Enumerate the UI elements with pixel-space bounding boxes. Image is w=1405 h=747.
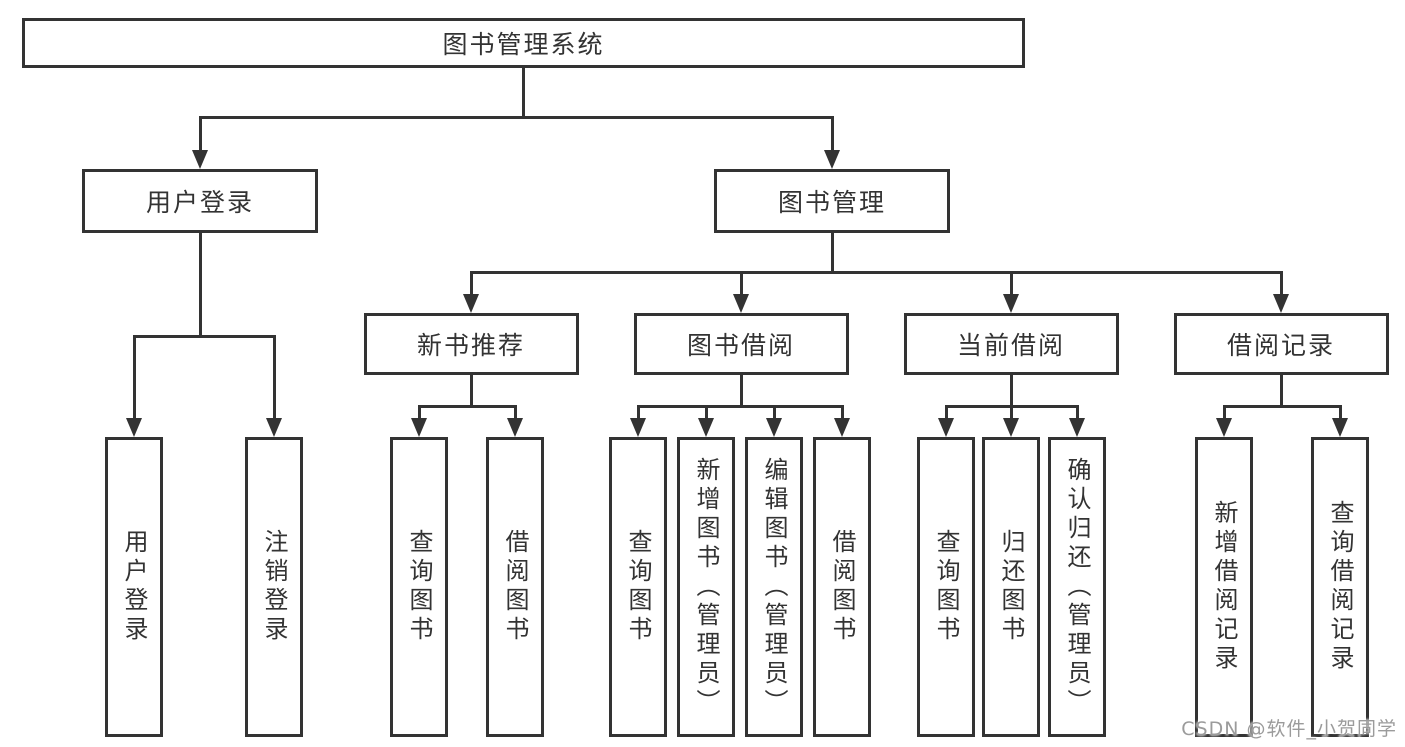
- arrow-down-icon: [824, 150, 840, 169]
- arrow-down-icon: [411, 418, 427, 437]
- leaf-recommend-borrow-books: 借阅图书: [486, 437, 544, 737]
- connector-drop-leaf-user-login: [132, 334, 136, 421]
- connector-drop-new-book: [469, 270, 473, 297]
- connector-root-stub: [521, 68, 525, 118]
- connector-drop-leaf-logout: [272, 334, 276, 421]
- leaf-current-confirm-return-admin: 确认归还（管理员）: [1048, 437, 1106, 737]
- connector-drop: [704, 404, 708, 421]
- connector-level2-hline: [198, 115, 834, 119]
- arrow-down-icon: [507, 418, 523, 437]
- node-borrow-records-label: 借阅记录: [1226, 331, 1335, 360]
- leaf-borrow-add-books-admin-label: 新增图书（管理员）: [692, 456, 720, 718]
- leaf-borrow-add-books-admin: 新增图书（管理员）: [677, 437, 735, 737]
- arrow-down-icon: [766, 418, 782, 437]
- connector-drop: [417, 404, 421, 421]
- node-root-label: 图书管理系统: [442, 30, 605, 59]
- connector-drop: [944, 404, 948, 421]
- leaf-records-add-record-label: 新增借阅记录: [1210, 500, 1238, 674]
- leaf-logout-label: 注销登录: [260, 529, 288, 645]
- leaf-recommend-query-books-label: 查询图书: [405, 529, 433, 645]
- connector-drop-book-management: [830, 115, 834, 154]
- leaf-current-query-books: 查询图书: [917, 437, 975, 737]
- connector-records-hline: [1222, 404, 1342, 408]
- leaf-records-query-record: 查询借阅记录: [1311, 437, 1369, 737]
- arrow-down-icon: [1003, 418, 1019, 437]
- leaf-borrow-edit-books-admin-label: 编辑图书（管理员）: [760, 456, 788, 718]
- connector-recommend-hline: [417, 404, 517, 408]
- connector-drop: [1009, 404, 1013, 421]
- leaf-borrow-query-books-label: 查询图书: [624, 529, 652, 645]
- csdn-watermark: CSDN @软件_小贺同学: [1181, 718, 1397, 740]
- node-borrow-records: 借阅记录: [1173, 313, 1389, 375]
- node-current-borrow: 当前借阅: [903, 313, 1119, 375]
- leaf-current-confirm-return-admin-label: 确认归还（管理员）: [1063, 456, 1091, 718]
- arrow-down-icon: [126, 418, 142, 437]
- arrow-down-icon: [630, 418, 646, 437]
- connector-drop: [1338, 404, 1342, 421]
- node-book-management-label: 图书管理: [777, 188, 886, 217]
- connector-drop: [636, 404, 640, 421]
- connector-borrow-stub: [739, 375, 743, 407]
- connector-drop-user-login: [198, 115, 202, 154]
- connector-drop-borrow-records: [1279, 270, 1283, 297]
- connector-recommend-stub: [469, 375, 473, 407]
- connector-drop: [840, 404, 844, 421]
- node-book-borrow-label: 图书借阅: [686, 331, 795, 360]
- connector-book-management-stub: [830, 233, 834, 273]
- connector-drop: [1075, 404, 1079, 421]
- connector-user-login-stub: [198, 233, 202, 337]
- leaf-user-login: 用户登录: [105, 437, 163, 737]
- node-book-borrow: 图书借阅: [633, 313, 849, 375]
- leaf-recommend-borrow-books-label: 借阅图书: [501, 529, 529, 645]
- arrow-down-icon: [1003, 294, 1019, 313]
- arrow-down-icon: [1216, 418, 1232, 437]
- arrow-down-icon: [1069, 418, 1085, 437]
- arrow-down-icon: [834, 418, 850, 437]
- leaf-borrow-borrow-books-label: 借阅图书: [828, 529, 856, 645]
- arrow-down-icon: [698, 418, 714, 437]
- arrow-down-icon: [192, 150, 208, 169]
- connector-borrow-hline: [636, 404, 844, 408]
- arrow-down-icon: [1273, 294, 1289, 313]
- node-user-login-label: 用户登录: [145, 188, 254, 217]
- node-current-borrow-label: 当前借阅: [956, 331, 1065, 360]
- leaf-borrow-edit-books-admin: 编辑图书（管理员）: [745, 437, 803, 737]
- arrow-down-icon: [463, 294, 479, 313]
- connector-drop-current-borrow: [1009, 270, 1013, 297]
- connector-records-stub: [1279, 375, 1283, 407]
- leaf-logout: 注销登录: [245, 437, 303, 737]
- connector-current-stub: [1009, 375, 1013, 407]
- leaf-recommend-query-books: 查询图书: [390, 437, 448, 737]
- arrow-down-icon: [1332, 418, 1348, 437]
- node-user-login: 用户登录: [82, 169, 318, 233]
- leaf-current-return-books-label: 归还图书: [997, 529, 1025, 645]
- connector-drop: [513, 404, 517, 421]
- leaf-borrow-query-books: 查询图书: [609, 437, 667, 737]
- node-new-book-recommend: 新书推荐: [363, 313, 579, 375]
- node-root-library-system: 图书管理系统: [22, 18, 1025, 68]
- connector-drop: [772, 404, 776, 421]
- leaf-borrow-borrow-books: 借阅图书: [813, 437, 871, 737]
- connector-drop-book-borrow: [739, 270, 743, 297]
- leaf-records-query-record-label: 查询借阅记录: [1326, 500, 1354, 674]
- leaf-user-login-label: 用户登录: [120, 529, 148, 645]
- connector-user-leaves-hline: [132, 334, 276, 338]
- leaf-records-add-record: 新增借阅记录: [1195, 437, 1253, 737]
- leaf-current-return-books: 归还图书: [982, 437, 1040, 737]
- arrow-down-icon: [733, 294, 749, 313]
- connector-drop: [1222, 404, 1226, 421]
- connector-level3-hline: [469, 270, 1283, 274]
- leaf-current-query-books-label: 查询图书: [932, 529, 960, 645]
- node-new-book-recommend-label: 新书推荐: [416, 331, 525, 360]
- arrow-down-icon: [266, 418, 282, 437]
- arrow-down-icon: [938, 418, 954, 437]
- node-book-management: 图书管理: [714, 169, 950, 233]
